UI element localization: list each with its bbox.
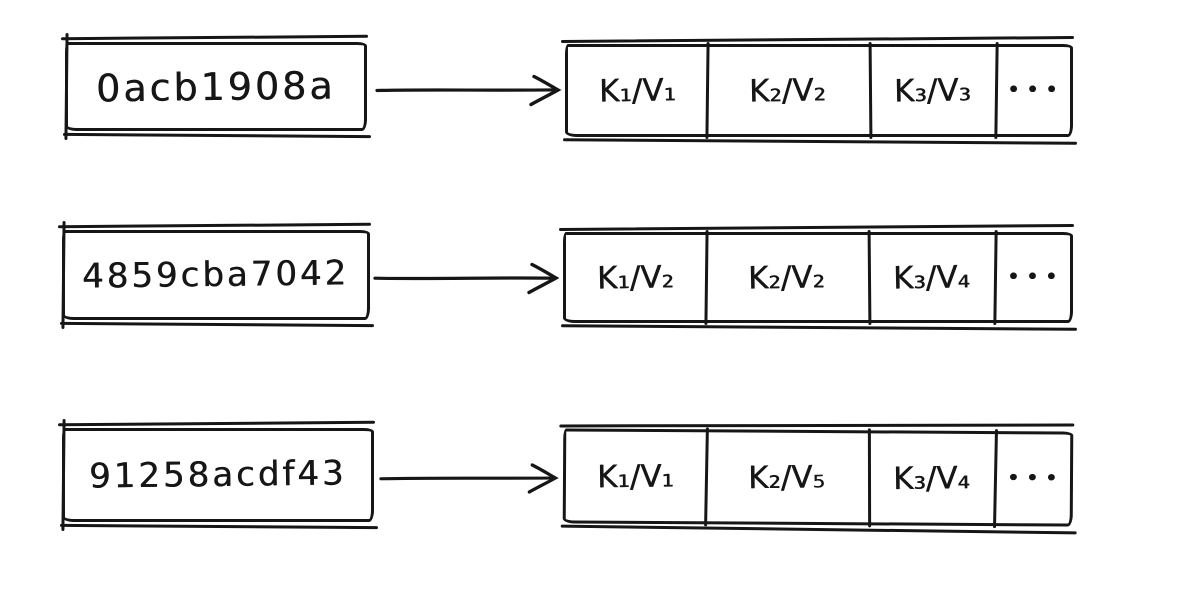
kv-pair-label: K₁/V₂ — [596, 258, 675, 297]
arrow-head — [527, 463, 559, 494]
kv-pair-label: K₂/V₅ — [747, 458, 826, 496]
arrow-head — [529, 74, 562, 107]
kv-cell: K₁/V₂ — [566, 235, 705, 320]
arrow-shaft — [379, 476, 554, 481]
ellipsis-label: ••• — [1006, 265, 1064, 290]
arrow-connector-2 — [372, 258, 567, 298]
arrow-connector-1 — [374, 70, 569, 110]
kv-pair-label: K₃/V₃ — [893, 71, 971, 110]
kv-block-1: K₁/V₁ K₂/V₂ K₃/V₃ ••• — [565, 41, 1073, 140]
ellipsis-label: ••• — [1006, 78, 1064, 103]
hash-label-2: 4859cba7042 — [82, 253, 350, 297]
hash-box-3: 91258acdf43 — [61, 418, 374, 532]
cell-divider — [704, 229, 709, 326]
kv-block-3: K₁/V₁ K₂/V₅ K₃/V₄ ••• — [562, 427, 1074, 529]
kv-pair-label: K₃/V₄ — [892, 459, 971, 497]
arrow-icon — [375, 74, 562, 107]
hash-box-2: 4859cba7042 — [61, 220, 370, 330]
sketch-stroke — [64, 32, 69, 141]
kv-block-2: K₁/V₂ K₂/V₂ K₃/V₄ ••• — [563, 229, 1073, 326]
sketch-stroke — [61, 418, 66, 532]
kv-pair-label: K₂/V₂ — [747, 258, 826, 297]
kv-cell-ellipsis: ••• — [994, 434, 1070, 523]
kv-cell: K₃/V₄ — [868, 433, 995, 523]
sketch-stroke — [61, 220, 66, 330]
kv-cell: K₂/V₅ — [704, 432, 868, 522]
hash-box-1: 0acb1908a — [64, 32, 367, 141]
arrow-connector-3 — [378, 458, 566, 498]
kv-cell: K₂/V₂ — [706, 47, 869, 134]
kv-pair-label: K₁/V₁ — [598, 71, 676, 110]
kv-cell: K₃/V₄ — [868, 235, 994, 320]
kv-cell-ellipsis: ••• — [995, 47, 1070, 134]
arrow-shaft — [373, 276, 554, 281]
kv-cell: K₁/V₁ — [566, 431, 705, 521]
kv-cell: K₃/V₃ — [869, 47, 995, 134]
arrow-icon — [379, 463, 559, 494]
hash-label-3: 91258acdf43 — [88, 453, 347, 497]
kv-pair-label: K₂/V₂ — [748, 71, 827, 110]
kv-pair-label: K₃/V₄ — [892, 258, 971, 297]
arrow-head — [527, 262, 560, 295]
hash-label-1: 0acb1908a — [95, 63, 336, 110]
arrow-shaft — [375, 88, 556, 93]
kv-cell: K₁/V₁ — [568, 47, 706, 134]
kv-cell-ellipsis: ••• — [994, 235, 1070, 320]
kv-cell: K₂/V₂ — [705, 235, 869, 320]
ellipsis-label: ••• — [1006, 466, 1064, 492]
kv-pair-label: K₁/V₁ — [596, 457, 674, 495]
arrow-icon — [373, 262, 560, 295]
